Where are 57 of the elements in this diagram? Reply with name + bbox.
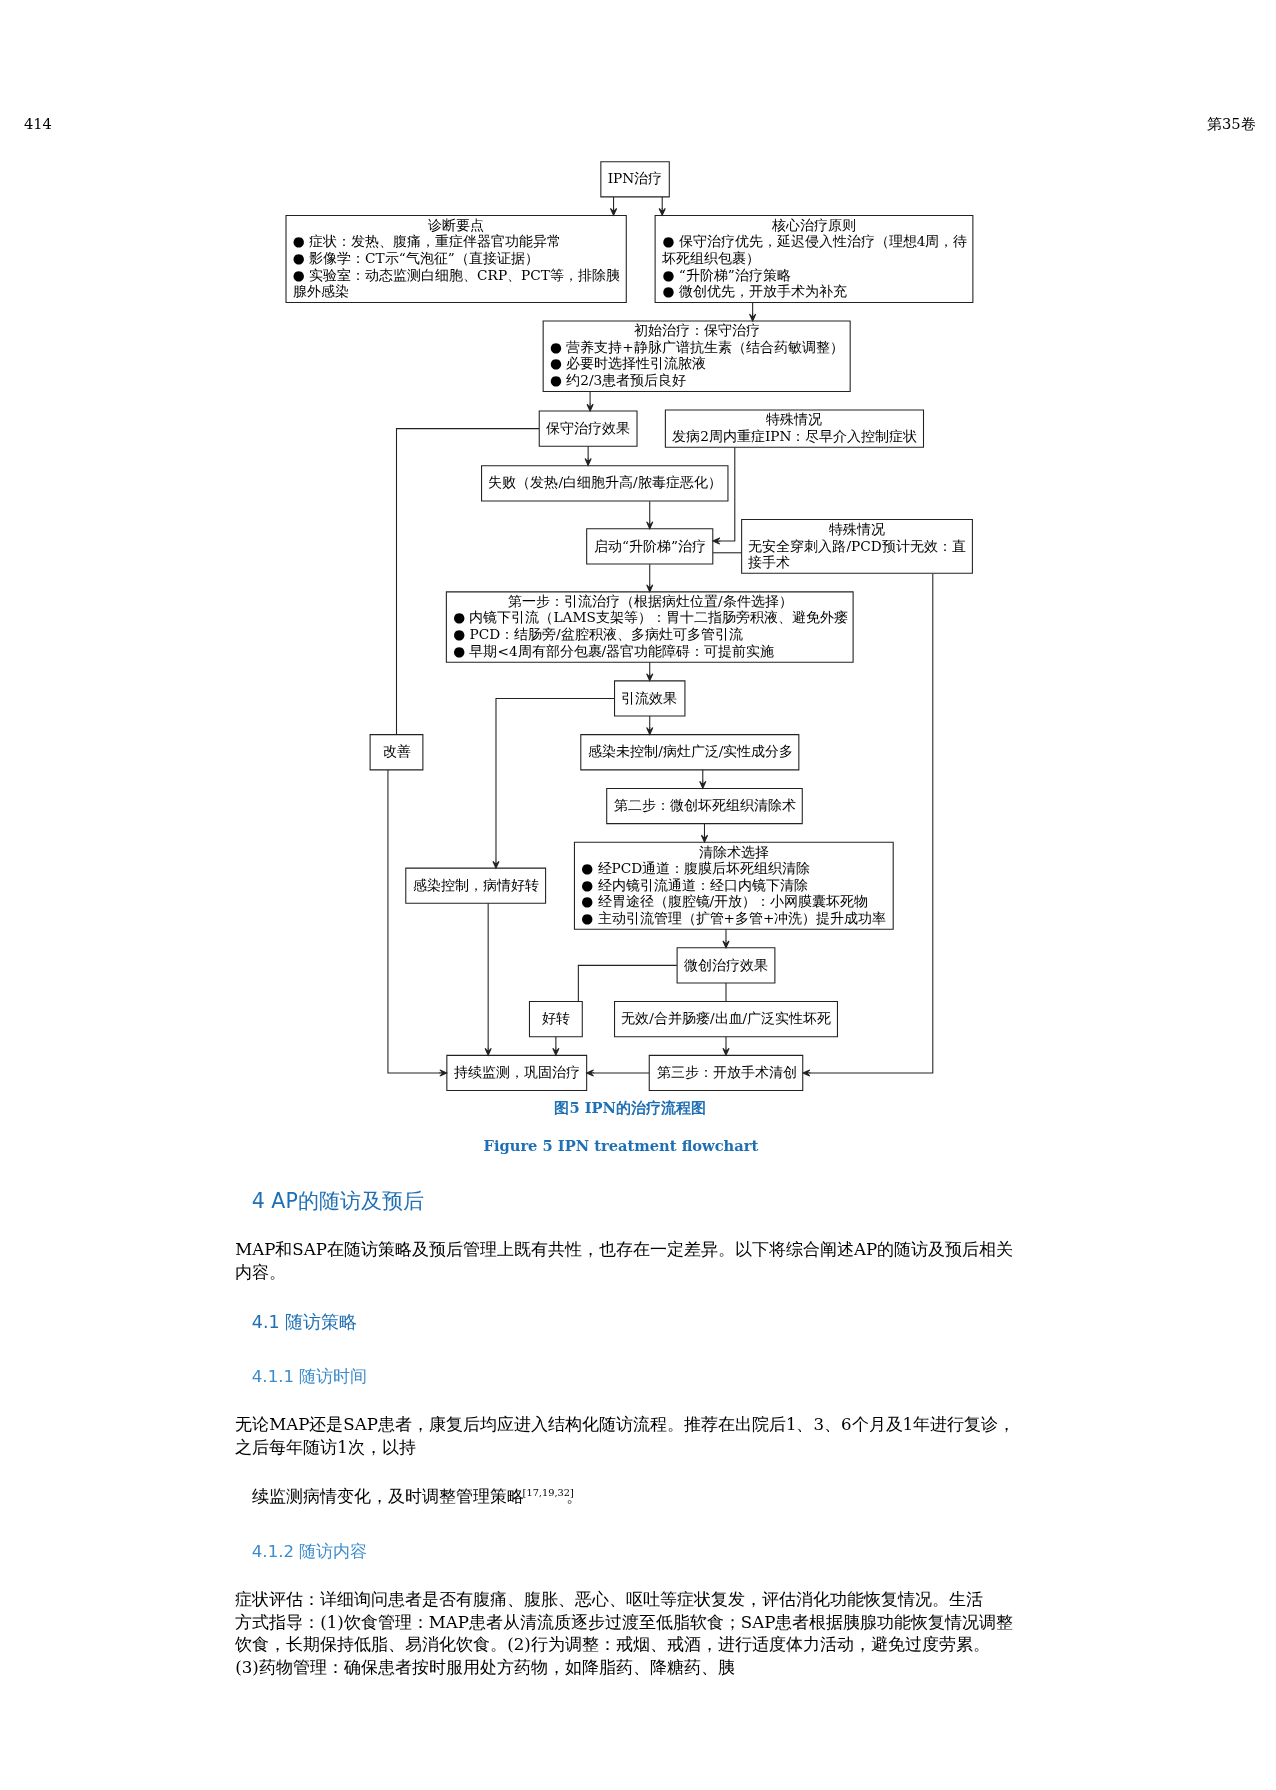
label: 4.1.2 随访内容: [251, 1541, 368, 1561]
arrow: [646, 563, 654, 593]
node-box: 感染控制，病情好转: [405, 867, 547, 904]
arrow: [586, 391, 594, 412]
node-box: 初始治疗：保守治疗 ● 营养支持+静脉广谱抗生素（结合药敏调整） ● 必要时选择性引流脓液 ● 约2/3患者预后良好: [542, 320, 851, 392]
node-box: 诊断要点 ● 症状：发热、腹痛，重症伴器官功能异常 ● 影像学：CT示“气泡征”（直接证据） ● 实验室：动态监测白细胞、CRP、PCT等，排除胰腺外感染: [285, 214, 627, 304]
caption: 图5 IPN的治疗流程图: [554, 1099, 706, 1117]
node-box: 微创治疗效果: [676, 947, 776, 984]
connector: [577, 964, 678, 1003]
arrow: [722, 1036, 730, 1056]
label: 无论MAP还是SAP患者，康复后均应进入结构化随访流程。推荐在出院后1、3、6个月及1年进行复诊，之后每年随访1次，以持: [235, 1415, 1016, 1457]
node-box: 改善: [369, 734, 424, 771]
connector: [725, 982, 727, 1002]
arrow: [699, 769, 707, 789]
arrow: [658, 196, 666, 216]
arrow: [646, 500, 654, 530]
node-box: 好转: [528, 1001, 583, 1038]
node-box: 保守治疗效果: [538, 410, 638, 447]
arrow: [646, 715, 654, 735]
arrow: [609, 196, 618, 216]
label: 414: [23, 115, 52, 133]
node-box: 特殊情况 无安全穿刺入路/PCD预计无效：直接手术: [741, 519, 973, 574]
arrow: [700, 823, 709, 843]
arrow: [712, 446, 736, 545]
connector: [395, 428, 540, 735]
node-box: 第一步：引流治疗（根据病灶位置/条件选择） ● 内镜下引流（LAMS支架等）：胃十二指肠旁积液、避免外瘘 ● PCD：结肠旁/盆腔积液、多病灶可多管引流 ● 早期<4周有部分包裹/器官功能障碍：可提前实施: [445, 591, 854, 663]
node-box: 第二步：微创坏死组织清除术: [606, 787, 803, 825]
node-box: 清除术选择 ● 经PCD通道：腹膜后坏死组织清除 ● 经内镜引流通道：经口内镜下清除 ● 经胃途径（腹腔镜/开放）：小网膜囊坏死物 ● 主动引流管理（扩管+多管+冲洗）提升成功率: [573, 841, 894, 930]
arrow: [492, 697, 615, 869]
node-box: 引流效果: [614, 680, 686, 717]
node-box: 感染未控制/病灶广泛/实性成分多: [580, 734, 800, 771]
label: 第35卷: [1207, 115, 1256, 133]
node-box: IPN治疗: [600, 161, 670, 198]
node-box: 持续监测，巩固治疗: [446, 1054, 588, 1092]
arrow: [387, 769, 448, 1077]
label: 4.1 随访策略: [251, 1311, 358, 1332]
label: Figure 5 IPN treatment flowchart: [483, 1137, 759, 1155]
node-box: 第三步：开放手术清创: [648, 1054, 804, 1092]
node-box: 无效/合并肠瘘/出血/广泛实性坏死: [614, 1001, 838, 1038]
label: 4 AP的随访及预后: [251, 1188, 424, 1213]
node-box: 失败（发热/白细胞升高/脓毒症恶化）: [481, 465, 729, 502]
node-box: 特殊情况 发病2周内重症IPN：尽早介入控制症状: [664, 409, 925, 448]
node-box: 核心治疗原则 ● 保守治疗优先，延迟侵入性治疗（理想4周，待坏死组织包裹） ● “升阶梯”治疗策略 ● 微创优先，开放手术为补充: [654, 214, 974, 304]
arrow: [646, 661, 654, 682]
connector: [712, 552, 742, 554]
arrow: [586, 1069, 650, 1077]
label: 续监测病情变化，及时调整管理策略$^{[17,19,32]}$。: [251, 1486, 583, 1506]
arrow: [722, 928, 730, 949]
arrow: [552, 1036, 560, 1056]
arrow: [484, 902, 492, 1056]
node-box: 启动“升阶梯”治疗: [586, 528, 714, 565]
label: 症状评估：详细询问患者是否有腹痛、腹胀、恶心、呕吐等症状复发，评估消化功能恢复情况。生活方式指导：(1)饮食管理：MAP患者从清流质逐步过渡至低脂软食；SAP患者根据胰腺功能恢复情况调整饮食，长期保持低脂、易消化饮食。(2)行为调整：戒烟、戒酒，进行适度体力活动，避免过度劳累。(3)药物管理：确保患者按时服用处方药物，如降脂药、降糖药、胰: [235, 1590, 1014, 1677]
label: 4.1.1 随访时间: [251, 1366, 368, 1386]
arrow: [749, 301, 757, 322]
arrow: [584, 445, 592, 466]
arrow: [802, 573, 934, 1077]
label: MAP和SAP在随访策略及预后管理上既有共性，也存在一定差异。以下将综合阐述AP的随访及预后相关内容。: [235, 1240, 1014, 1282]
